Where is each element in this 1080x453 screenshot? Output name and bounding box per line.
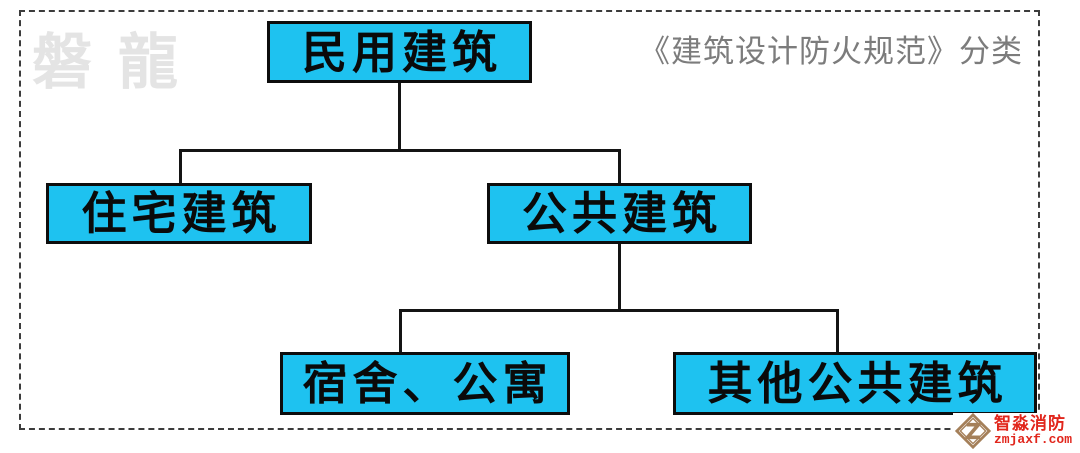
slide-dashed-border [19, 10, 1040, 430]
node-dormitory-apartment: 宿舍、公寓 [280, 352, 570, 415]
connector-drop-other-public [836, 309, 839, 355]
diamond-z-icon [954, 413, 991, 449]
zhimiao-logo-text: 智淼消防 zmjaxf.com [994, 415, 1072, 446]
node-dormitory-apartment-label: 宿舍、公寓 [302, 358, 553, 409]
connector-drop-public [618, 149, 621, 185]
connector-level1-bar [179, 149, 621, 152]
panlong-watermark: 磐龍 [32, 29, 204, 96]
node-other-public-building: 其他公共建筑 [673, 352, 1037, 415]
logo-website: zmjaxf.com [993, 432, 1072, 448]
connector-drop-dormitory [399, 309, 402, 354]
page-title: 《建筑设计防火规范》分类 [639, 34, 1023, 69]
node-residential-building: 住宅建筑 [46, 183, 312, 244]
node-residential-building-label: 住宅建筑 [81, 188, 282, 239]
node-civil-building-label: 民用建筑 [301, 26, 502, 78]
connector-drop-residential [179, 149, 182, 185]
connector-level2-bar [399, 309, 839, 312]
node-public-building-label: 公共建筑 [521, 188, 722, 239]
node-other-public-building-label: 其他公共建筑 [707, 358, 1008, 409]
node-public-building: 公共建筑 [487, 183, 752, 244]
connector-root-stem [398, 82, 401, 152]
logo-brand-name: 智淼消防 [993, 414, 1066, 434]
node-civil-building: 民用建筑 [267, 21, 532, 83]
zhimiao-logo: 智淼消防 zmjaxf.com [952, 413, 1072, 449]
connector-public-stem [618, 242, 621, 312]
